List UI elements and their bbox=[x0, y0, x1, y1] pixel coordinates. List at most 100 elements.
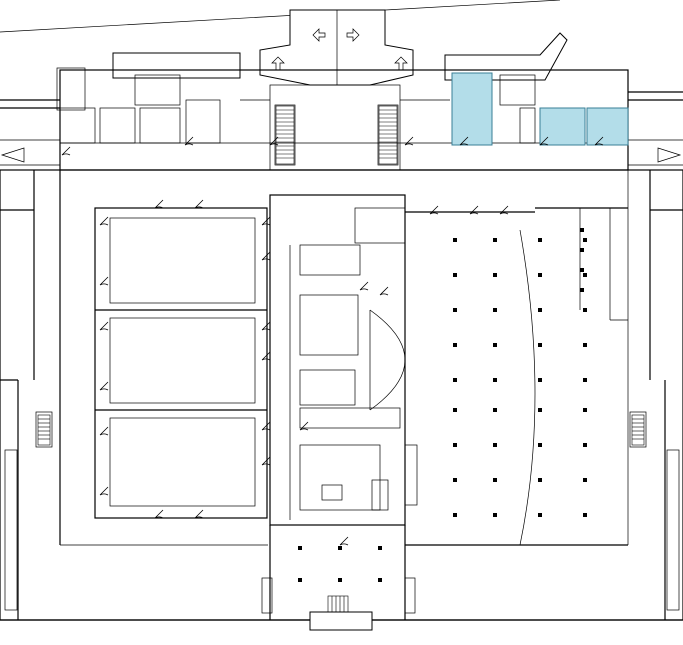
column-18 bbox=[538, 238, 542, 242]
column-39 bbox=[338, 578, 342, 582]
column-6 bbox=[453, 443, 457, 447]
column-3 bbox=[453, 343, 457, 347]
column-34 bbox=[583, 478, 587, 482]
column-27 bbox=[583, 238, 587, 242]
door-swing-icon bbox=[154, 199, 164, 209]
south-lobby bbox=[4, 170, 680, 631]
door-swing-icon bbox=[261, 251, 271, 261]
door-swing-icon bbox=[99, 321, 109, 331]
column-5 bbox=[453, 408, 457, 412]
north-east-room-3[interactable] bbox=[586, 107, 629, 146]
column-4 bbox=[453, 378, 457, 382]
column-38 bbox=[338, 546, 342, 550]
column-45 bbox=[580, 288, 584, 292]
door-swing-icon bbox=[184, 136, 194, 146]
arrow-up-icon bbox=[271, 56, 285, 71]
stair-icon bbox=[631, 414, 645, 446]
arrow-left-icon bbox=[312, 28, 326, 42]
door-swing-icon bbox=[261, 321, 271, 331]
column-31 bbox=[583, 378, 587, 382]
arrow-up-icon bbox=[394, 56, 408, 71]
column-30 bbox=[583, 343, 587, 347]
column-10 bbox=[493, 273, 497, 277]
column-33 bbox=[583, 443, 587, 447]
column-21 bbox=[538, 343, 542, 347]
door-swing-icon bbox=[469, 205, 479, 215]
column-24 bbox=[538, 443, 542, 447]
door-swing-icon bbox=[594, 136, 604, 146]
north-east-room-1[interactable] bbox=[451, 72, 493, 146]
column-29 bbox=[583, 308, 587, 312]
column-25 bbox=[538, 478, 542, 482]
meeting-room-2[interactable] bbox=[109, 317, 256, 404]
meeting-rooms bbox=[94, 207, 268, 519]
column-16 bbox=[493, 478, 497, 482]
column-20 bbox=[538, 308, 542, 312]
column-43 bbox=[580, 248, 584, 252]
door-swing-icon bbox=[359, 281, 369, 291]
door-swing-icon bbox=[261, 456, 271, 466]
door-swing-icon bbox=[61, 146, 71, 156]
arrow-right-icon bbox=[346, 28, 360, 42]
column-23 bbox=[538, 408, 542, 412]
column-12 bbox=[493, 343, 497, 347]
door-swing-icon bbox=[299, 421, 309, 431]
door-swing-icon bbox=[99, 486, 109, 496]
door-swing-icon bbox=[459, 136, 469, 146]
door-swing-icon bbox=[154, 509, 164, 519]
column-28 bbox=[583, 273, 587, 277]
door-swing-icon bbox=[339, 536, 349, 546]
column-35 bbox=[583, 513, 587, 517]
meeting-room-3[interactable] bbox=[109, 417, 256, 507]
door-swing-icon bbox=[261, 351, 271, 361]
door-swing-icon bbox=[194, 509, 204, 519]
highlighted-rooms bbox=[451, 72, 629, 146]
column-44 bbox=[580, 268, 584, 272]
column-26 bbox=[538, 513, 542, 517]
door-swing-icon bbox=[429, 205, 439, 215]
north-east-room-2[interactable] bbox=[539, 107, 586, 146]
column-0 bbox=[453, 238, 457, 242]
column-40 bbox=[378, 546, 382, 550]
door-swing-icon bbox=[539, 136, 549, 146]
column-22 bbox=[538, 378, 542, 382]
door-swing-icon bbox=[261, 216, 271, 226]
column-17 bbox=[493, 513, 497, 517]
door-swing-icon bbox=[99, 216, 109, 226]
meeting-room-1[interactable] bbox=[109, 217, 256, 304]
central-core bbox=[269, 194, 418, 526]
stair-icon bbox=[378, 105, 398, 165]
column-11 bbox=[493, 308, 497, 312]
door-swing-icon bbox=[261, 421, 271, 431]
column-41 bbox=[378, 578, 382, 582]
door-swing-icon bbox=[99, 381, 109, 391]
door-swing-icon bbox=[269, 136, 279, 146]
column-14 bbox=[493, 408, 497, 412]
column-1 bbox=[453, 273, 457, 277]
column-19 bbox=[538, 273, 542, 277]
column-32 bbox=[583, 408, 587, 412]
column-37 bbox=[298, 578, 302, 582]
door-swing-icon bbox=[404, 136, 414, 146]
structural-columns bbox=[298, 228, 587, 582]
stair-icon bbox=[327, 595, 349, 615]
east-exhibit-hall bbox=[369, 170, 629, 546]
column-2 bbox=[453, 308, 457, 312]
door-swing-icon bbox=[379, 286, 389, 296]
column-9 bbox=[493, 238, 497, 242]
stair-icon bbox=[275, 105, 295, 165]
door-swing-icon bbox=[194, 199, 204, 209]
doors bbox=[61, 136, 604, 546]
column-36 bbox=[298, 546, 302, 550]
north-entrance bbox=[112, 9, 568, 86]
column-13 bbox=[493, 378, 497, 382]
column-7 bbox=[453, 478, 457, 482]
stair-icon bbox=[37, 414, 51, 446]
stairs bbox=[37, 105, 645, 615]
column-8 bbox=[453, 513, 457, 517]
column-15 bbox=[493, 443, 497, 447]
column-42 bbox=[580, 228, 584, 232]
door-swing-icon bbox=[99, 426, 109, 436]
door-swing-icon bbox=[499, 205, 509, 215]
